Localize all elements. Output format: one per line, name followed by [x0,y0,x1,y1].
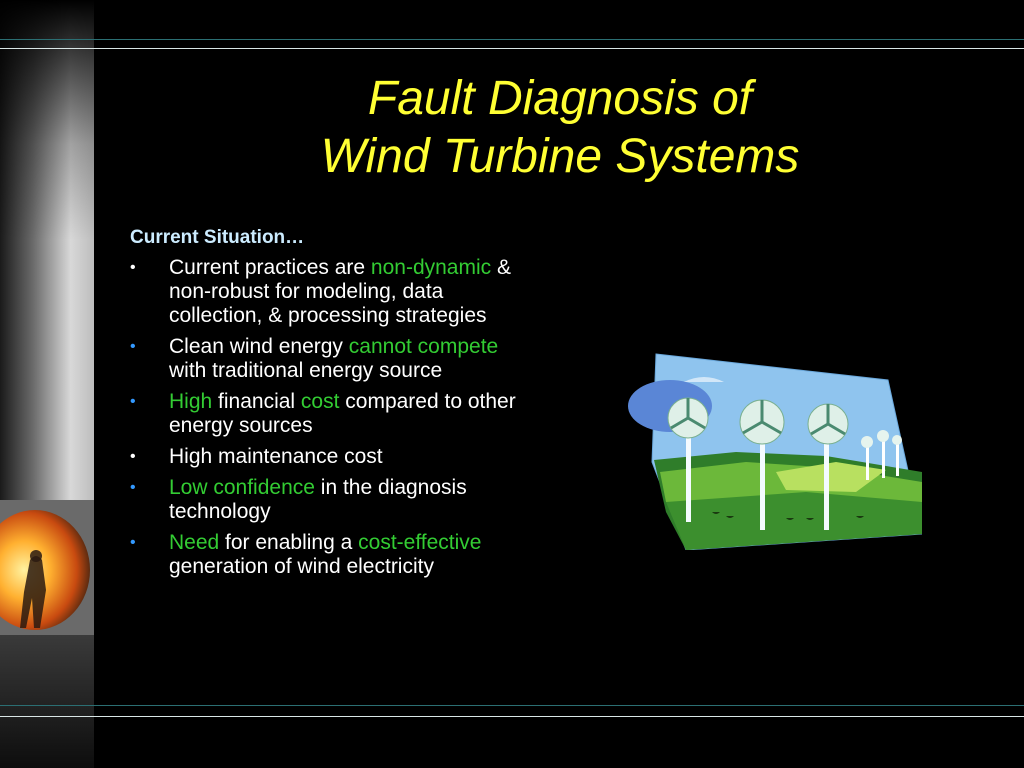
turbine-2 [739,399,785,530]
body-text: for enabling a [219,531,359,554]
bullet-item: • High maintenance cost [130,445,540,469]
small-turbines [861,430,902,480]
side-photo-strip [0,0,94,768]
bullet-marker: • [130,534,136,551]
bullet-marker: • [130,479,136,496]
bullet-text: High financial cost compared to other en… [169,390,516,437]
turbine-3 [807,403,849,530]
title-line-2: Wind Turbine Systems [320,130,800,183]
bullet-text: High maintenance cost [169,445,383,468]
highlighted-text: cannot compete [348,335,499,358]
bullet-marker: • [130,448,136,465]
bullet-marker: • [130,338,136,355]
highlighted-text: Low confidence [169,476,315,499]
bullet-item: • Need for enabling a cost-effective gene… [130,531,540,579]
highlighted-text: High [169,390,213,413]
firefighter-photo [0,500,94,640]
highlighted-text: cost [300,390,340,413]
side-strip-bottom-shade [0,635,94,768]
bullet-item: • Current practices are non-dynamic & non… [130,256,540,328]
bullet-text: Current practices are non-dynamic & non-… [169,256,511,327]
content-block: Current Situation… • Current practices ar… [130,226,540,586]
title-line-1: Fault Diagnosis of [367,72,753,125]
body-text: High maintenance cost [169,445,383,468]
bullet-text: Low confidence in the diagnosis technolo… [169,476,467,523]
turbine-1 [667,397,709,522]
slide-title: Fault Diagnosis of Wind Turbine Systems [200,70,920,186]
bullet-marker: • [130,259,136,276]
highlighted-text: non-dynamic [370,256,492,279]
body-text: generation of wind electricity [169,555,434,578]
bottom-rule-dark [0,705,1024,706]
body-text: & non-robust for modeling, data collecti… [169,256,511,327]
bullet-list: • Current practices are non-dynamic & non… [130,256,540,579]
highlighted-text: cost-effective [358,531,482,554]
body-text: in the diagnosis technology [169,476,467,523]
bullet-text: Need for enabling a cost-effective gener… [169,531,481,578]
body-text: compared to other energy sources [169,390,516,437]
highlighted-text: Need [169,531,220,554]
wind-turbines-clipart [628,353,922,550]
top-rule-light [0,48,1024,49]
section-heading: Current Situation… [130,227,305,248]
bullet-marker: • [130,393,136,410]
bottom-rule-light [0,716,1024,717]
body-text: Current practices are [169,256,371,279]
bullet-item: • Low confidence in the diagnosis technol… [130,476,540,524]
bullet-item: • Clean wind energy cannot compete with t… [130,335,540,383]
bullet-item: • High financial cost compared to other e… [130,390,540,438]
body-text: with traditional energy source [169,359,443,382]
body-text: Clean wind energy [169,335,349,358]
side-strip-top-shade [0,0,94,240]
bullet-text: Clean wind energy cannot compete with tr… [169,335,498,382]
top-rule-dark [0,39,1024,40]
body-text: financial [212,390,301,413]
